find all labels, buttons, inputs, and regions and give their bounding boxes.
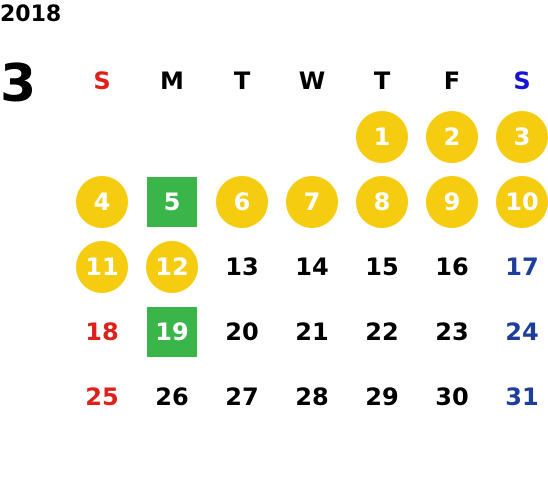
day-cell[interactable]: 1 [347, 104, 417, 169]
day-number: 30 [435, 382, 469, 411]
day-cell[interactable]: 12 [137, 234, 207, 299]
day-number: 17 [505, 252, 539, 281]
day-number: 13 [225, 252, 259, 281]
day-cell[interactable]: 5 [137, 169, 207, 234]
day-cell[interactable]: 26 [137, 364, 207, 429]
day-number: 25 [85, 382, 119, 411]
day-number-highlighted-circle: 8 [356, 175, 408, 228]
day-number-highlighted-square: 5 [147, 176, 197, 227]
day-cell[interactable]: 8 [347, 169, 417, 234]
weekday-header-thu: T [373, 67, 391, 95]
weekday-header-mon: M [160, 67, 184, 95]
calendar-year: 2018 [0, 2, 62, 27]
day-number-highlighted-circle: 3 [496, 110, 548, 163]
day-number-highlighted-circle: 4 [76, 175, 128, 228]
day-cell [137, 104, 207, 169]
day-number-highlighted-circle: 2 [426, 110, 478, 163]
day-number-highlighted-circle: 1 [356, 110, 408, 163]
day-cell[interactable]: 2 [417, 104, 487, 169]
day-number: 18 [85, 317, 119, 346]
day-number: 15 [365, 252, 399, 281]
day-number-highlighted-circle: 10 [496, 175, 548, 228]
day-number-highlighted-circle: 7 [286, 175, 338, 228]
weekday-header-sat: S [513, 67, 531, 95]
weekday-header-tue: T [233, 67, 251, 95]
day-cell[interactable]: 6 [207, 169, 277, 234]
day-cell[interactable]: 18 [67, 299, 137, 364]
day-cell[interactable]: 13 [207, 234, 277, 299]
day-number-highlighted-circle: 11 [76, 240, 128, 293]
day-cell[interactable]: 19 [137, 299, 207, 364]
day-cell[interactable]: 25 [67, 364, 137, 429]
day-cell[interactable]: 3 [487, 104, 548, 169]
day-number: 31 [505, 382, 539, 411]
day-cell[interactable]: 31 [487, 364, 548, 429]
day-cell[interactable]: 16 [417, 234, 487, 299]
day-cell[interactable]: 30 [417, 364, 487, 429]
day-number-highlighted-circle: 12 [146, 240, 198, 293]
day-cell[interactable]: 9 [417, 169, 487, 234]
calendar-month: 3 [0, 54, 37, 114]
day-cell[interactable]: 10 [487, 169, 548, 234]
day-cell[interactable]: 14 [277, 234, 347, 299]
day-cell[interactable]: 21 [277, 299, 347, 364]
day-number: 16 [435, 252, 469, 281]
day-cell[interactable]: 22 [347, 299, 417, 364]
week-row: 11 12 13 14 15 16 17 [67, 234, 548, 299]
day-cell[interactable]: 28 [277, 364, 347, 429]
day-number: 23 [435, 317, 469, 346]
week-row: 25 26 27 28 29 30 31 [67, 364, 548, 429]
day-number: 22 [365, 317, 399, 346]
day-number: 24 [505, 317, 539, 346]
day-cell[interactable]: 29 [347, 364, 417, 429]
day-cell[interactable]: 24 [487, 299, 548, 364]
day-number: 20 [225, 317, 259, 346]
day-number: 26 [155, 382, 189, 411]
day-cell[interactable]: 7 [277, 169, 347, 234]
day-number-highlighted-circle: 6 [216, 175, 268, 228]
day-cell [277, 104, 347, 169]
day-number: 14 [295, 252, 329, 281]
day-cell[interactable]: 4 [67, 169, 137, 234]
day-cell [67, 104, 137, 169]
day-cell[interactable]: 23 [417, 299, 487, 364]
day-cell [207, 104, 277, 169]
weekday-header-sun: S [93, 67, 111, 95]
day-cell[interactable]: 15 [347, 234, 417, 299]
day-number: 29 [365, 382, 399, 411]
day-number-highlighted-circle: 9 [426, 175, 478, 228]
week-row: 18 19 20 21 22 23 24 [67, 299, 548, 364]
weekday-header-wed: W [298, 67, 326, 95]
day-number: 27 [225, 382, 259, 411]
day-number: 28 [295, 382, 329, 411]
day-number: 21 [295, 317, 329, 346]
day-cell[interactable]: 11 [67, 234, 137, 299]
day-cell[interactable]: 20 [207, 299, 277, 364]
weekday-header-row: S M T W T F S [67, 58, 548, 104]
day-number-highlighted-square: 19 [147, 306, 197, 357]
day-cell[interactable]: 27 [207, 364, 277, 429]
day-cell[interactable]: 17 [487, 234, 548, 299]
weekday-header-fri: F [443, 67, 461, 95]
